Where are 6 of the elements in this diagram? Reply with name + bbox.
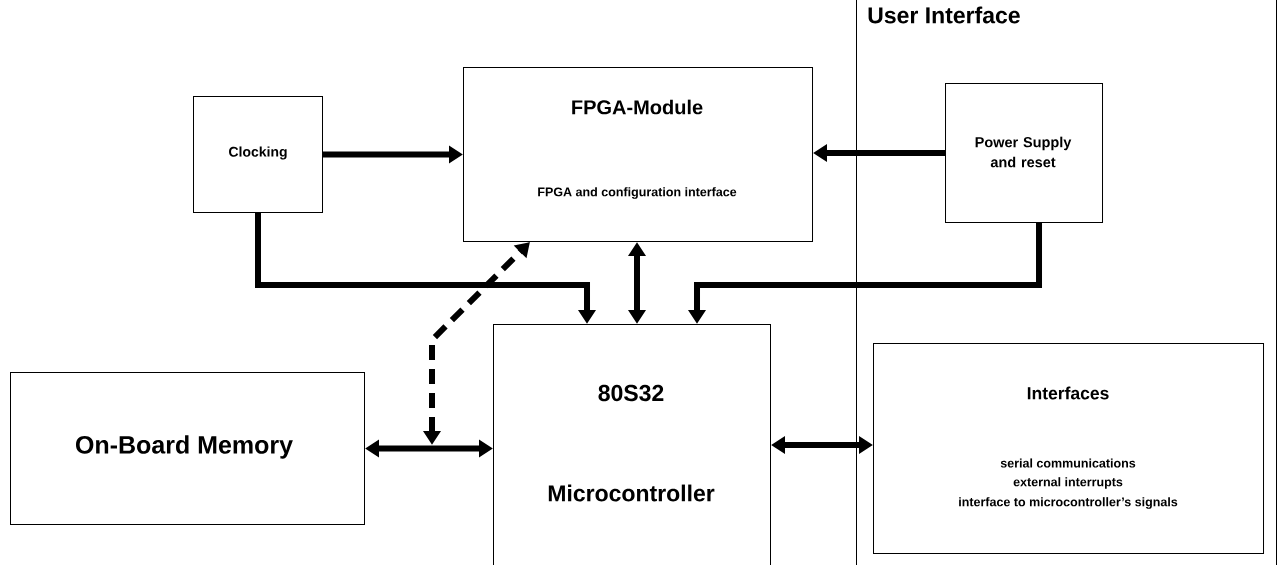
process-box: Clocking [193,96,323,213]
process-box: Power Supply and reset [945,83,1103,223]
process-box: On-Board Memory [10,372,365,525]
process-box: FPGA-Module FPGA and configuration interface [463,67,813,242]
process-box: 80S32 Microcontroller [493,324,771,565]
process-box: Interfaces serial communications external interrupts interface to microcontroller’s signals [873,343,1264,554]
